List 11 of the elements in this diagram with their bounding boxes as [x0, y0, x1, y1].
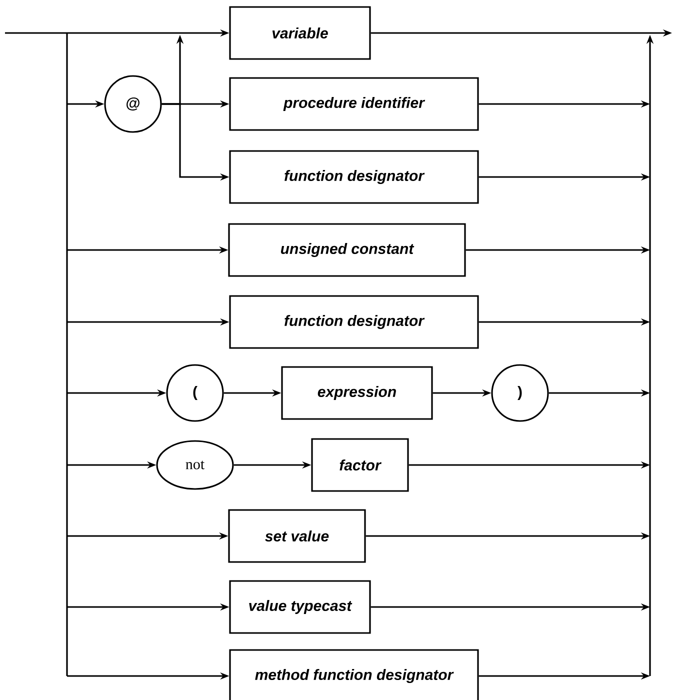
syntax-box: variable — [229, 6, 371, 60]
syntax-box: set value — [228, 509, 366, 563]
syntax-box: unsigned constant — [228, 223, 466, 277]
syntax-box: function designator — [229, 150, 479, 204]
keyword-oval: not — [156, 440, 234, 490]
syntax-box: method function designator — [229, 649, 479, 700]
syntax-box: value typecast — [229, 580, 371, 634]
syntax-box: expression — [281, 366, 433, 420]
syntax-box: factor — [311, 438, 409, 492]
syntax-box: procedure identifier — [229, 77, 479, 131]
syntax-box: function designator — [229, 295, 479, 349]
